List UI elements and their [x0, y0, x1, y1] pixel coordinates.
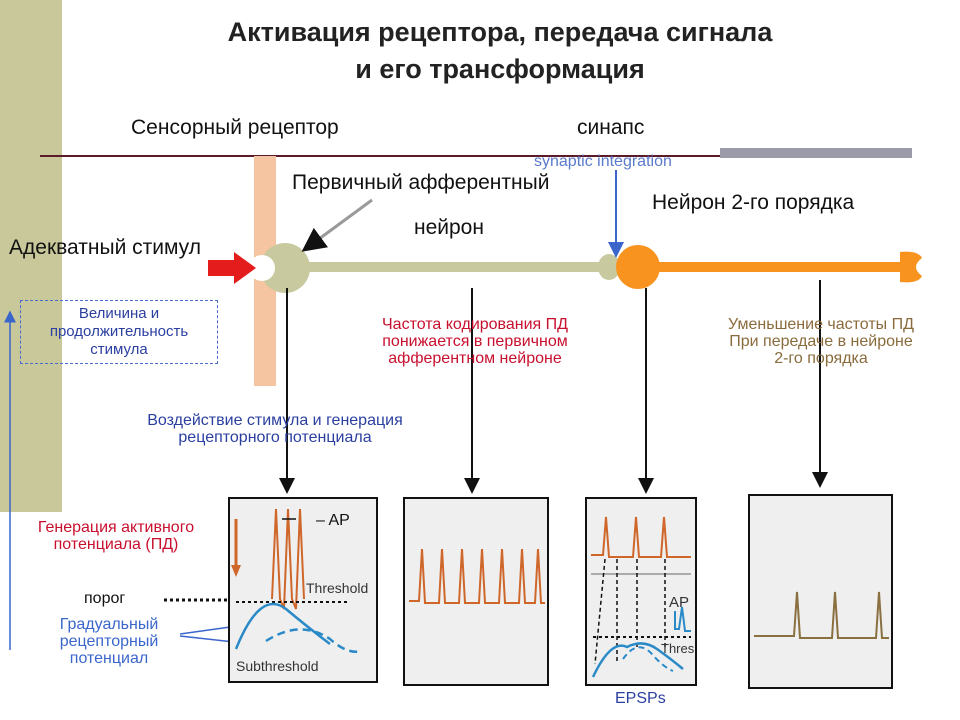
- stimulus-magnitude-box: Величина и продолжительность стимула: [20, 300, 218, 364]
- second-order-soma: [616, 245, 660, 289]
- coding-frequency-text: Частота кодирования ПД понижается в перв…: [382, 316, 568, 367]
- panel-receptor-potential: – AP Threshold Subthreshold: [228, 497, 378, 683]
- ap-generation-text: Генерация активного потенциала (ПД): [37, 519, 195, 553]
- receptor-potential-trace: – AP Threshold Subthreshold: [231, 508, 368, 674]
- title-line-2: и его трансформация: [355, 54, 645, 84]
- primary-afferent-label-2: нейрон: [414, 216, 484, 239]
- second-order-terminal: [900, 251, 922, 283]
- primary-afferent-label-1: Первичный афферентный: [292, 171, 550, 194]
- threshold-ru-label: порог: [84, 590, 126, 607]
- frequency-decrease-text: Уменьшение частоты ПД При передаче в ней…: [728, 316, 914, 367]
- subthreshold-label: Subthreshold: [236, 658, 319, 674]
- panel-synaptic-integration: AP Thres: [585, 497, 697, 686]
- stimulus-effect-text: Воздействие стимула и генерация рецептор…: [147, 412, 403, 446]
- second-order-spike-trace: [754, 591, 889, 639]
- epsps-label: EPSPs: [615, 690, 666, 707]
- sensory-receptor-label: Сенсорный рецептор: [131, 116, 339, 139]
- synapse-label: синапс: [577, 116, 645, 139]
- primary-spike-trace: [409, 548, 545, 604]
- primary-axon: [290, 262, 610, 272]
- ap-label: – AP: [316, 512, 350, 529]
- receptor-ending: [249, 255, 275, 281]
- panel-primary-afferent-spikes: [403, 497, 549, 686]
- receptor-soma: [260, 243, 310, 293]
- pointer-arrow-icon: [301, 198, 373, 252]
- slide-title: Активация рецептора, передача сигнала и …: [100, 14, 900, 88]
- synapse-gray-band: [720, 148, 912, 158]
- synaptic-integration-label: synaptic integration: [534, 153, 672, 170]
- panel-second-order-spikes: [748, 494, 893, 689]
- title-line-1: Активация рецептора, передача сигнала: [227, 17, 773, 47]
- thres-label: Thres: [661, 641, 695, 656]
- ap2-label: AP: [669, 594, 689, 611]
- second-order-neuron-label: Нейрон 2-го порядка: [652, 191, 855, 214]
- graded-potential-text: Градуальный рецепторный потенциал: [59, 616, 159, 667]
- threshold-label: Threshold: [306, 580, 368, 596]
- synaptic-integration-trace: AP Thres: [591, 516, 695, 678]
- second-order-axon: [638, 262, 910, 272]
- adequate-stimulus-label: Адекватный стимул: [9, 236, 201, 259]
- stimulus-arrow-icon: [208, 252, 256, 284]
- stimulus-magnitude-text: Величина и продолжительность стимула: [49, 305, 189, 358]
- synaptic-terminal: [598, 254, 620, 280]
